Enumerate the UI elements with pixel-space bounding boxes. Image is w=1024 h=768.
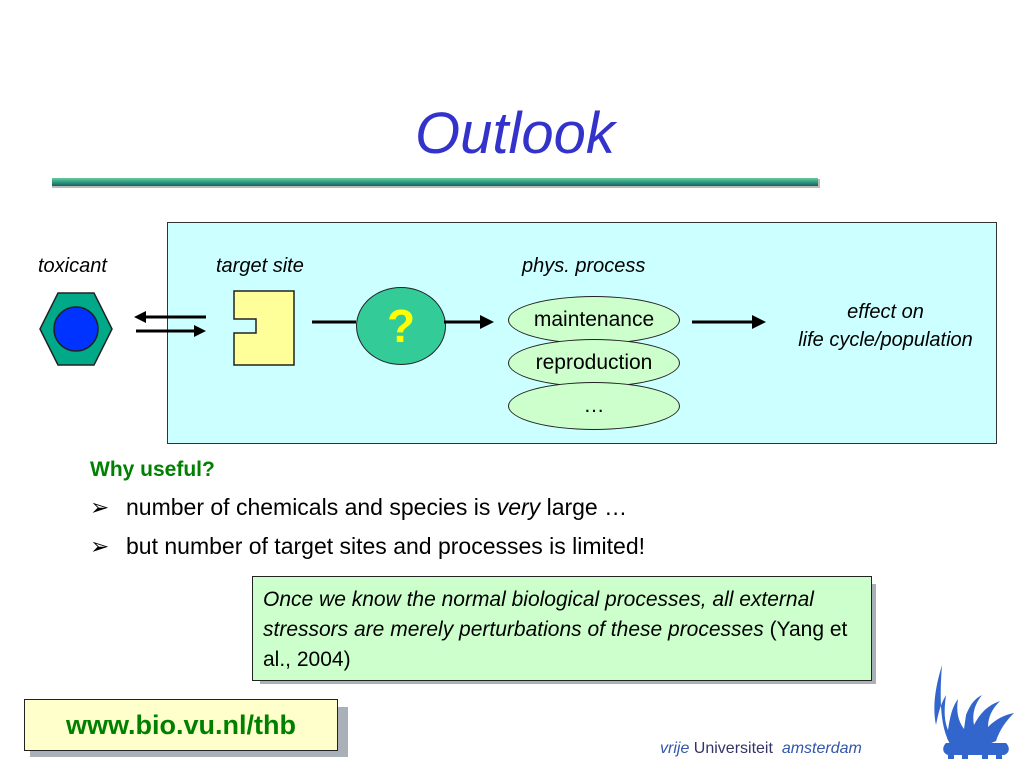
process-maintenance: maintenance [508,296,680,344]
bullet-text-before: number of chemicals and species is [126,494,497,520]
process-other: … [508,382,680,430]
process-reproduction: reproduction [508,339,680,387]
binding-equilibrium-arrows [134,311,206,337]
university-wordmark: vrije Universiteit amsterdam [660,740,862,758]
wordmark-amsterdam: amsterdam [781,740,862,757]
target-site-icon [233,290,295,366]
toxicant-label: toxicant [38,255,107,277]
slide-title: Outlook [415,101,615,166]
toxicant-molecule-icon [39,292,113,366]
why-heading: Why useful? [90,458,215,481]
bullet-item: ➢ number of chemicals and species is very… [90,494,627,521]
title-underline [52,178,820,188]
bullet-emphasis: very [496,494,541,520]
effect-label-line2: life cycle/population [798,329,973,351]
arrow-to-unknown [312,320,356,324]
effect-label: effect on life cycle/population [778,298,993,354]
university-griffin-logo-icon [934,665,1014,759]
bullet-text: but number of target sites and processes… [126,533,646,559]
arrow-bullet-icon: ➢ [90,494,110,520]
arrow-to-processes [444,315,494,329]
quote-text: Once we know the normal biological proce… [263,588,814,641]
target-site-label: target site [216,255,304,277]
arrow-to-effect [692,315,766,329]
unknown-mechanism-badge: ? [356,287,446,365]
quote-box: Once we know the normal biological proce… [252,576,872,681]
quote-citation: (Yang et al., 2004) [263,618,848,671]
website-link[interactable]: www.bio.vu.nl/thb [24,699,338,751]
wordmark-vrije: vrije [660,740,690,757]
bullet-text-after: large … [540,494,628,520]
effect-label-line1: effect on [847,301,924,323]
arrow-bullet-icon: ➢ [90,533,110,559]
bullet-item: ➢ but number of target sites and processe… [90,533,645,560]
phys-process-label: phys. process [522,255,646,277]
wordmark-universiteit: Universiteit [693,740,773,757]
